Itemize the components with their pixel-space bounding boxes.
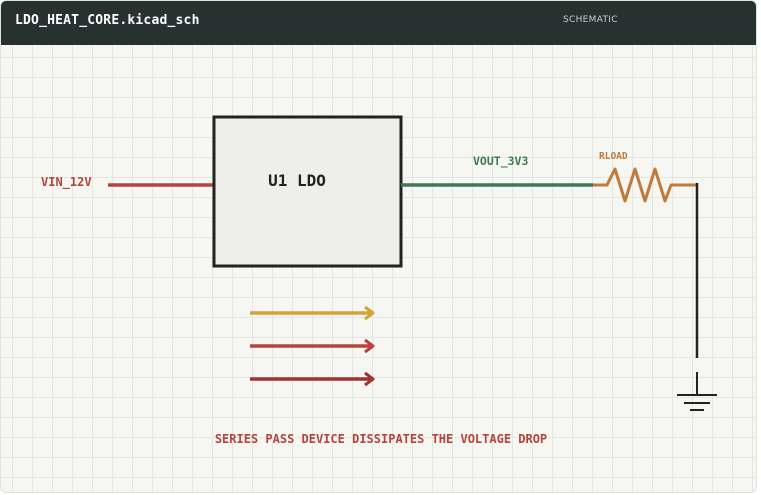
ldo-component[interactable] (212, 115, 403, 268)
heat-arrow-icon (250, 305, 375, 321)
caption: SERIES PASS DEVICE DISSIPATES THE VOLTAG… (215, 432, 547, 446)
mode-label: SCHEMATIC (563, 15, 618, 25)
output-net-label: VOUT_3V3 (473, 154, 528, 169)
input-net-label: VIN_12V (41, 175, 92, 190)
heat-arrow-icon (250, 371, 375, 387)
resistor-icon[interactable] (593, 167, 697, 203)
file-title: LDO_HEAT_CORE.kicad_sch (15, 13, 200, 28)
ldo-label: U1 LDO (268, 171, 326, 190)
heat-arrow-icon (250, 338, 375, 354)
title-bar: LDO_HEAT_CORE.kicad_sch SCHEMATIC (1, 1, 756, 45)
load-label: RLOAD (599, 151, 628, 162)
ground-icon (677, 372, 717, 411)
